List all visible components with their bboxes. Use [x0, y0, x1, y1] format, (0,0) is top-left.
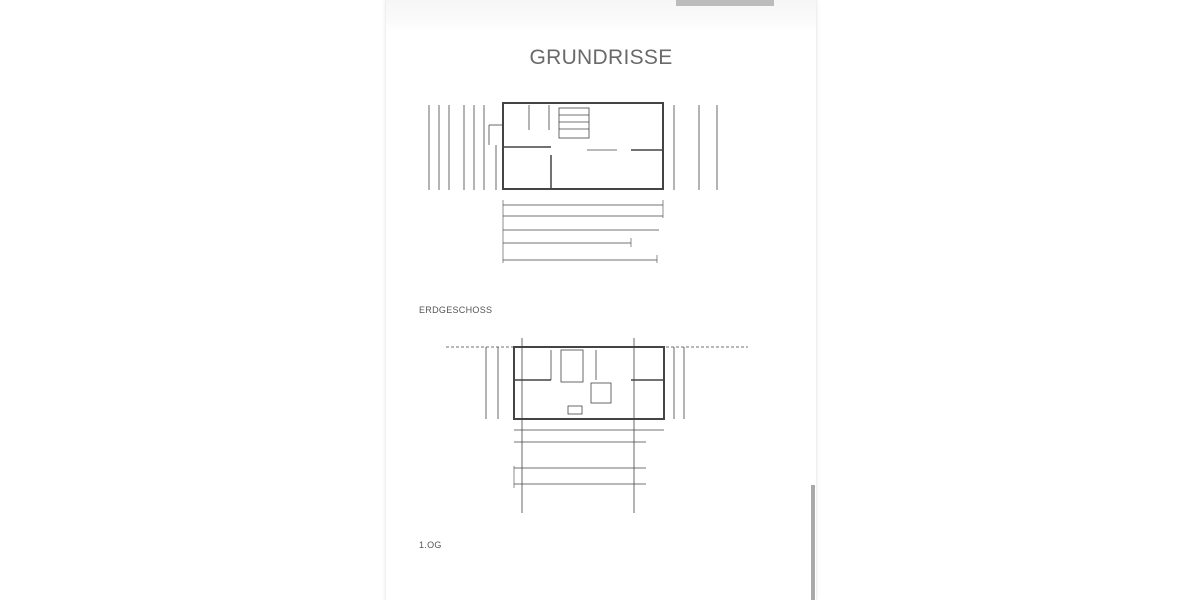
scrollbar-thumb[interactable]	[811, 485, 815, 600]
header-tab-indicator[interactable]	[676, 0, 774, 6]
floorplan-erdgeschoss	[428, 102, 718, 263]
floorplan-1og	[446, 338, 748, 513]
content-card: GRUNDRISSE ERDGESCHOSS 1.OG	[385, 0, 817, 600]
section-title: GRUNDRISSE	[529, 46, 673, 69]
plan-label-1og: 1.OG	[419, 540, 442, 550]
plan-label-erdgeschoss: ERDGESCHOSS	[419, 305, 493, 315]
